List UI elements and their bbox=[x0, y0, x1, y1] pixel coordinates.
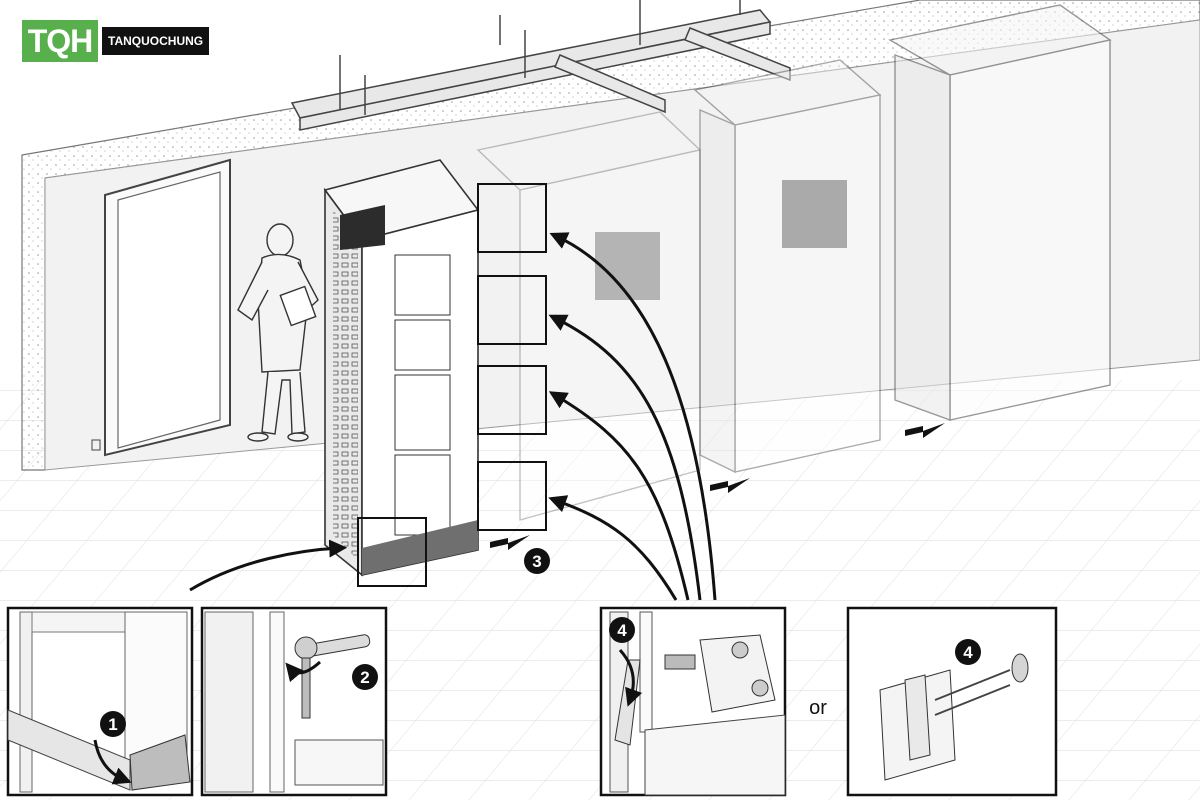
step-1-label: 1 bbox=[108, 715, 117, 734]
inset-panel-3: 4 bbox=[599, 606, 787, 797]
step-3-label: 3 bbox=[532, 552, 541, 571]
inset-panel-2: 2 bbox=[200, 606, 388, 797]
inset-panel-4: 4 bbox=[846, 606, 1058, 797]
switchgear-cabinet-ghost-2 bbox=[693, 59, 882, 474]
logo-name: TANQUOCHUNG bbox=[102, 27, 210, 55]
wrench-icon bbox=[294, 634, 371, 719]
step-4b-label: 4 bbox=[963, 643, 973, 662]
man-with-clipboard-figure bbox=[237, 223, 319, 442]
brand-logo[interactable]: TQH TANQUOCHUNG bbox=[22, 20, 210, 62]
joint-callout-boxes bbox=[357, 183, 547, 587]
pointer-arrows bbox=[189, 232, 717, 601]
cable-tray bbox=[290, 0, 791, 131]
logo-mark: TQH bbox=[22, 20, 98, 62]
bolt-icon bbox=[664, 641, 769, 697]
slide-arrows bbox=[490, 423, 945, 550]
step-3-marker: 3 bbox=[524, 548, 550, 574]
doorway bbox=[91, 158, 231, 457]
inset-panel-1: 1 bbox=[6, 606, 194, 797]
step-2-label: 2 bbox=[360, 668, 369, 687]
step-4a-label: 4 bbox=[617, 621, 627, 640]
switchgear-cabinet-ghost-3 bbox=[888, 4, 1112, 421]
switchgear-cabinet-main bbox=[323, 159, 480, 577]
or-separator: or bbox=[809, 697, 827, 719]
